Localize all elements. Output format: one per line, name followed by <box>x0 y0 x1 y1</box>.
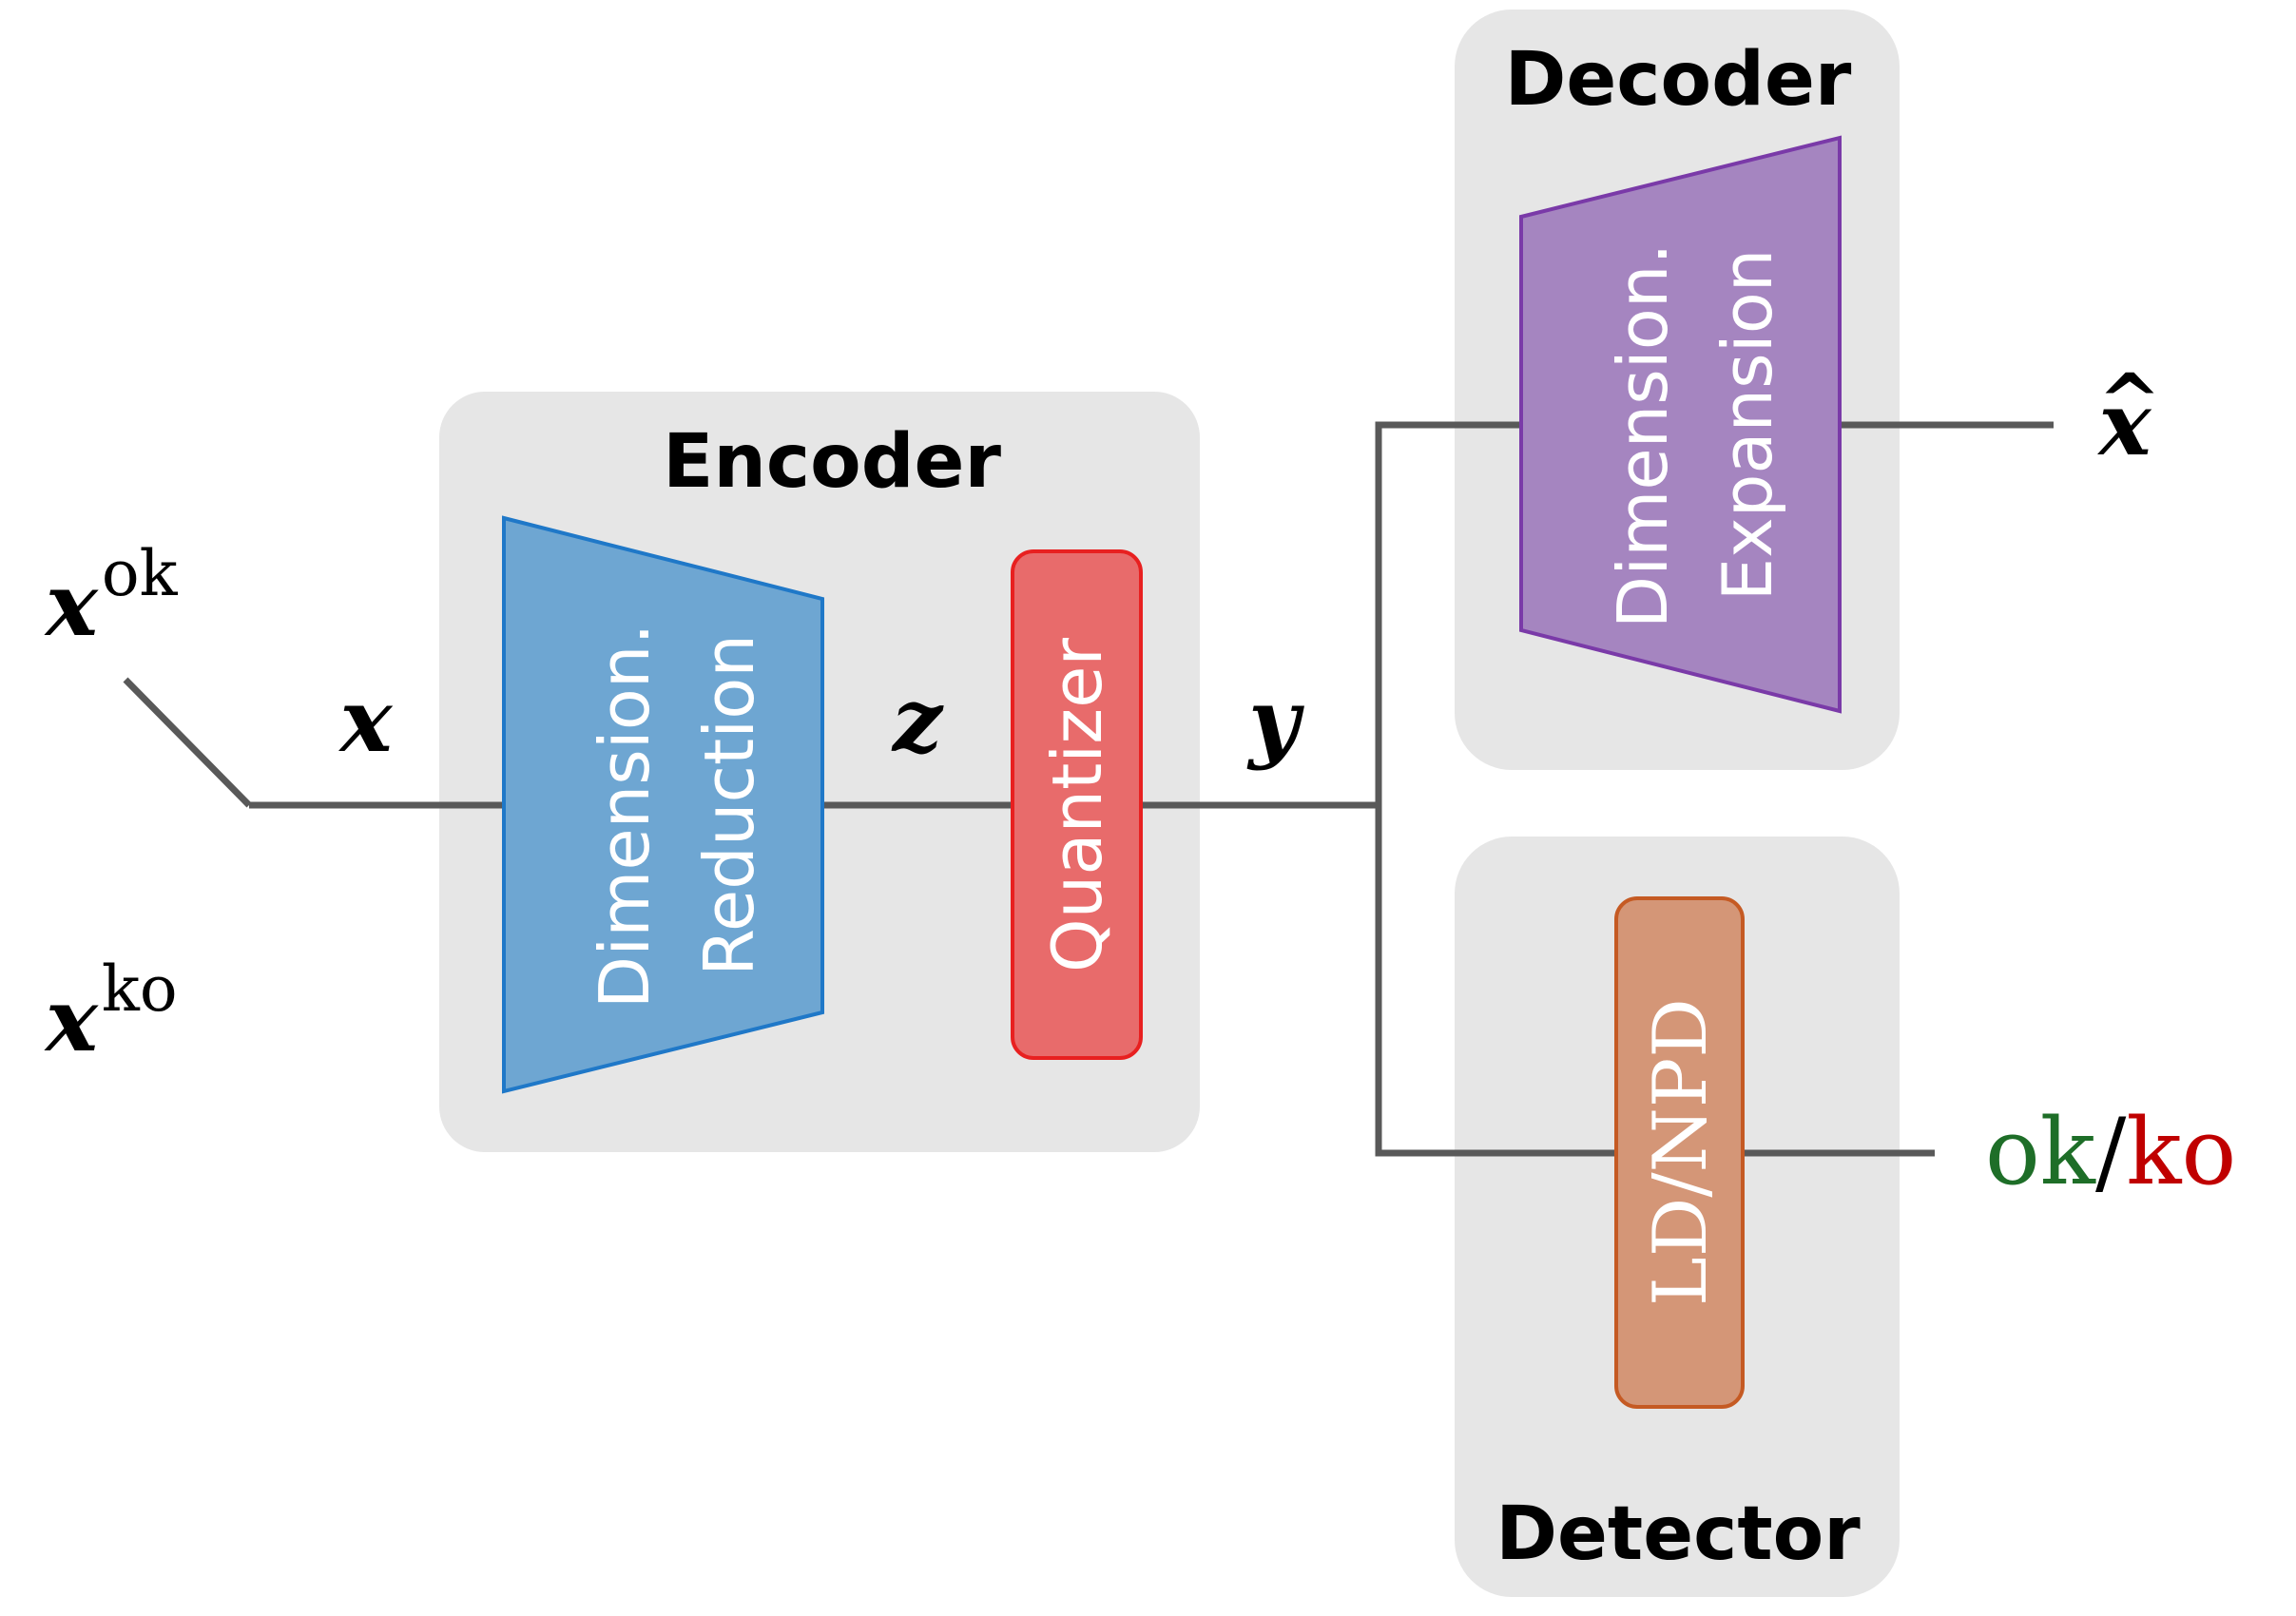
x-hat-label: x ^ <box>2097 356 2162 475</box>
z-signal-label: z <box>891 669 944 772</box>
encoder-title: Encoder <box>663 419 1001 505</box>
x-ok-label: x ok <box>44 537 179 656</box>
branch-wire <box>1375 421 1616 1157</box>
dim-reduction-line-1: Dimension. <box>585 624 665 1010</box>
x-hat-accent: ^ <box>2097 356 2161 446</box>
dim-expansion-block <box>1519 135 1842 714</box>
decision-output: ok/ko <box>1985 1099 2236 1205</box>
dim-reduction-label: Dimension. Reduction <box>585 602 769 1010</box>
x-ok-base: x <box>44 553 99 656</box>
dim-reduction-line-2: Reduction <box>689 634 769 976</box>
ld-npd-label: LD/NPD <box>1638 998 1724 1306</box>
quantizer-label: Quantizer <box>1037 638 1117 972</box>
dim-expansion-line-1: Dimension. <box>1603 243 1683 629</box>
y-signal-label: y <box>1246 669 1304 772</box>
dim-expansion-line-2: Expansion <box>1708 249 1787 602</box>
ok-text: ok <box>1985 1099 2096 1205</box>
x-ko-sup: ko <box>102 952 178 1026</box>
detector-title: Detector <box>1495 1491 1861 1577</box>
decoder-title: Decoder <box>1505 37 1852 123</box>
x-hat-base: x <box>2097 373 2152 475</box>
x-ok-sup: ok <box>102 537 179 610</box>
quantizer-block <box>1011 549 1143 1060</box>
ld-npd-block <box>1614 896 1745 1409</box>
dim-expansion-label: Dimension. Expansion <box>1603 221 1787 629</box>
slash-text: / <box>2095 1099 2127 1205</box>
x-ko-label: x ko <box>44 952 178 1071</box>
x-signal-label: x <box>338 669 394 772</box>
dim-reduction-block <box>502 515 824 1094</box>
switch-wire <box>123 677 252 808</box>
x-ko-base: x <box>44 969 99 1071</box>
wires <box>123 421 2054 1157</box>
ko-text: ko <box>2126 1099 2236 1205</box>
